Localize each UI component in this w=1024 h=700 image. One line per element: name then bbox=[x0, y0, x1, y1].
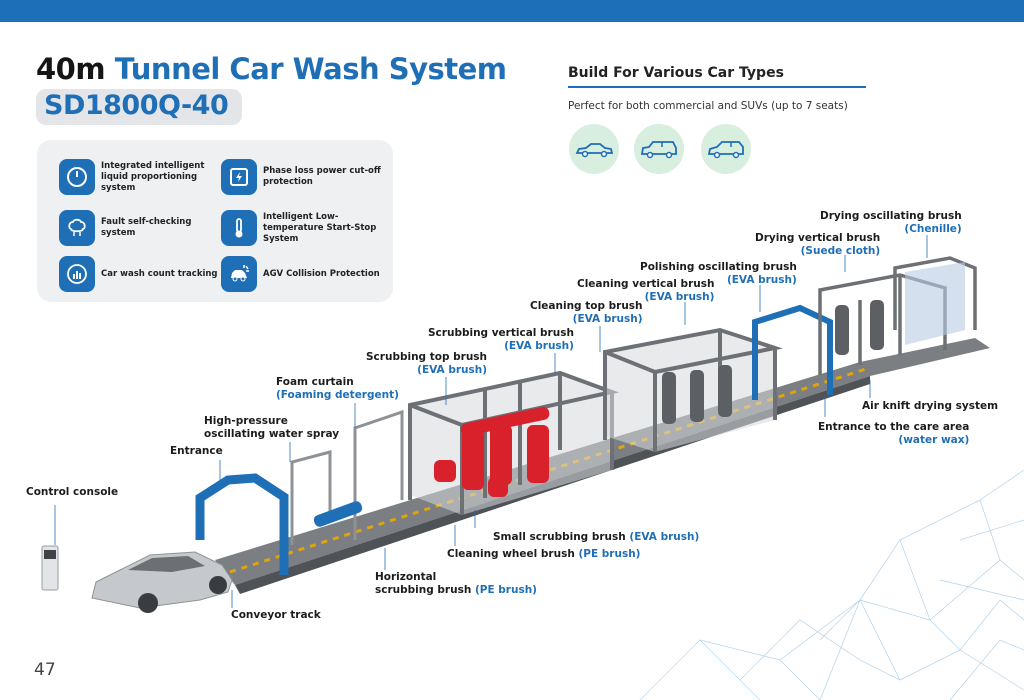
spray-gantry bbox=[290, 409, 404, 545]
features-panel bbox=[37, 140, 393, 302]
feature-item: Intelligent Low-temperature Start-Stop S… bbox=[221, 210, 389, 246]
label-scrubbing-top: Scrubbing top brush(EVA brush) bbox=[366, 351, 488, 376]
label-small-scrubbing: Small scrubbing brush (EVA brush) bbox=[493, 531, 700, 543]
polishing-arches bbox=[752, 304, 833, 400]
label-cleaning-vertical: Cleaning vertical brush(EVA brush) bbox=[577, 278, 715, 303]
leader-lines bbox=[54, 235, 928, 608]
sedan-icon bbox=[569, 124, 619, 174]
feature-text: Fault self-checking system bbox=[101, 217, 192, 238]
feature-text: Phase loss power cut-off protection bbox=[263, 166, 381, 187]
label-control-console: Control console bbox=[26, 486, 119, 498]
feature-item: Car wash count tracking bbox=[59, 256, 227, 292]
label-care-area: Entrance to the care area(water wax) bbox=[818, 421, 970, 446]
mpv-icon bbox=[701, 124, 751, 174]
suv-icon bbox=[634, 124, 684, 174]
control-console bbox=[41, 545, 59, 591]
feature-text: AGV Collision Protection bbox=[263, 268, 380, 279]
power-cutoff-icon bbox=[221, 159, 257, 195]
brain-icon bbox=[59, 210, 95, 246]
label-polishing: Polishing oscillating brush(EVA brush) bbox=[640, 261, 797, 286]
label-scrubbing-vertical: Scrubbing vertical brush(EVA brush) bbox=[428, 327, 574, 352]
build-underline bbox=[568, 86, 866, 88]
bar-chart-icon bbox=[59, 256, 95, 292]
entrance-arch bbox=[195, 473, 289, 575]
network-background bbox=[639, 469, 1024, 700]
feature-text: Integrated intelligent liquid proportion… bbox=[101, 160, 205, 193]
label-cleaning-top: Cleaning top brush(EVA brush) bbox=[530, 300, 643, 325]
label-conveyor: Conveyor track bbox=[231, 609, 321, 621]
feature-item: AGV Collision Protection bbox=[221, 256, 389, 292]
label-drying-vertical: Drying vertical brush(Suede cloth) bbox=[755, 232, 881, 257]
label-foam-curtain: Foam curtain(Foaming detergent) bbox=[276, 376, 399, 401]
scrubbing-section bbox=[408, 370, 620, 515]
model-number: SD1800Q-40 bbox=[44, 90, 229, 121]
scrubbing-top-brush bbox=[460, 406, 550, 437]
top-banner bbox=[0, 0, 1024, 22]
collision-car-icon bbox=[221, 256, 257, 292]
build-subtitle: Perfect for both commercial and SUVs (up… bbox=[568, 100, 848, 112]
page-number: 47 bbox=[34, 660, 56, 680]
feature-item: Phase loss power cut-off protection bbox=[221, 159, 389, 195]
page-title: 40m Tunnel Car Wash System bbox=[36, 52, 507, 86]
model-pill bbox=[36, 89, 242, 125]
label-entrance: Entrance bbox=[170, 445, 223, 457]
label-drying-oscillating: Drying oscillating brush(Chenille) bbox=[820, 210, 962, 235]
label-air-knife: Air knift drying system bbox=[862, 400, 999, 412]
title-main: Tunnel Car Wash System bbox=[114, 52, 507, 86]
feature-item: Integrated intelligent liquid proportion… bbox=[59, 159, 227, 195]
feature-item: Fault self-checking system bbox=[59, 210, 227, 246]
car-illustration bbox=[91, 551, 233, 613]
cleaning-section bbox=[603, 327, 783, 452]
feature-text: Intelligent Low-temperature Start-Stop S… bbox=[263, 211, 377, 244]
horizontal-brush-blue bbox=[313, 501, 363, 527]
build-title: Build For Various Car Types bbox=[568, 65, 784, 81]
drying-section bbox=[818, 256, 977, 375]
thermometer-icon bbox=[221, 210, 257, 246]
label-wheel-brush: Cleaning wheel brush (PE brush) bbox=[447, 548, 641, 560]
feature-text: Car wash count tracking bbox=[101, 268, 218, 279]
gauge-icon bbox=[59, 159, 95, 195]
title-length: 40m bbox=[36, 52, 106, 86]
